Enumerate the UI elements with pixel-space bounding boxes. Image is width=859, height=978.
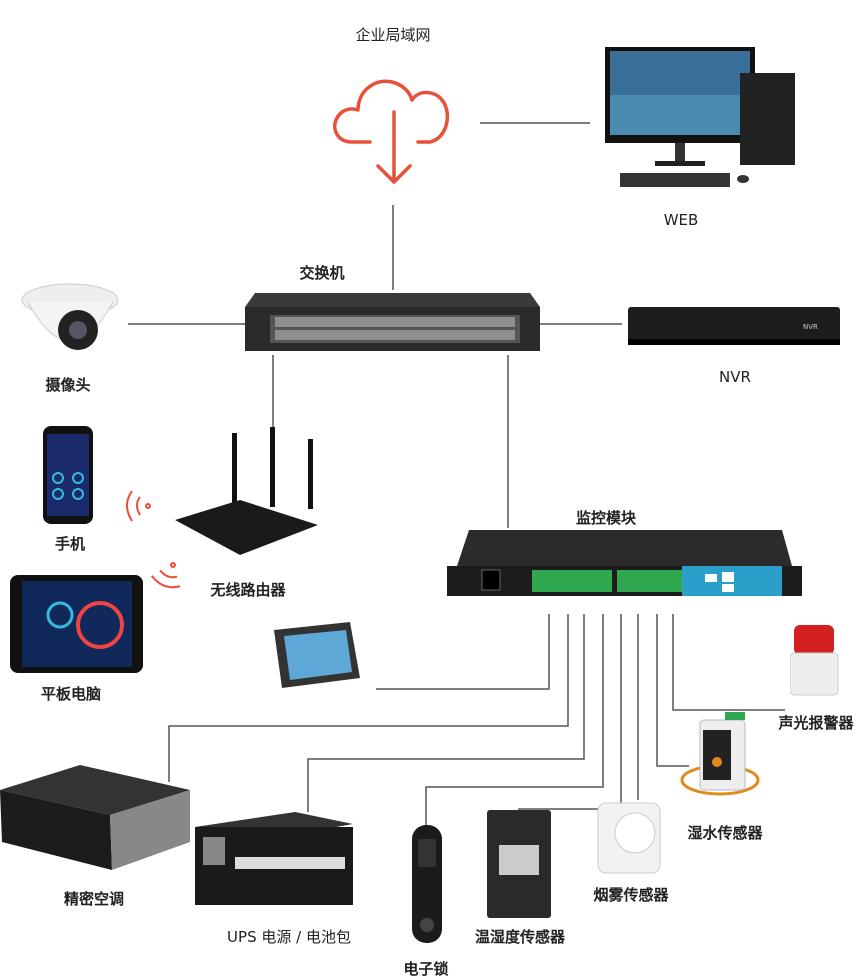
label-web: WEB — [663, 211, 699, 229]
label-phone: 手机 — [54, 535, 86, 553]
line-module-panel — [376, 614, 550, 690]
precision-ac-image — [0, 765, 190, 870]
label-lan: 企业局域网 — [355, 26, 431, 44]
label-smoke-sensor: 烟雾传感器 — [593, 886, 669, 904]
line-module-water — [656, 614, 689, 767]
electronic-lock-image — [412, 825, 442, 943]
label-router: 无线路由器 — [210, 581, 286, 599]
touch-panel-image — [274, 622, 360, 688]
ups-image — [195, 812, 353, 905]
label-precision-ac: 精密空调 — [63, 890, 125, 908]
label-temp-humidity: 温湿度传感器 — [474, 928, 566, 946]
label-camera: 摄像头 — [45, 376, 91, 394]
label-water-sensor: 湿水传感器 — [687, 824, 763, 842]
network-switch-image — [245, 293, 540, 351]
smoke-sensor-image — [597, 802, 661, 874]
label-ups: UPS 电源 / 电池包 — [227, 928, 351, 946]
wifi-signal-icon — [126, 490, 151, 522]
label-electronic-lock: 电子锁 — [403, 960, 449, 978]
tablet-image — [10, 575, 143, 673]
svg-text:NVR: NVR — [803, 323, 818, 331]
label-nvr: NVR — [719, 368, 751, 386]
camera-image — [21, 283, 119, 350]
alarm-image — [790, 625, 839, 696]
wireless-router-image — [175, 427, 318, 555]
label-alarm: 声光报警器 — [778, 714, 854, 732]
line-module-ups — [307, 614, 585, 812]
nvr-image: NVR — [628, 307, 840, 345]
temp-humidity-sensor-image — [487, 810, 551, 918]
water-sensor-image — [680, 712, 760, 796]
desktop-computer-image — [605, 47, 795, 187]
label-switch: 交换机 — [299, 264, 345, 282]
label-tablet: 平板电脑 — [40, 685, 102, 703]
label-monitor-module: 监控模块 — [575, 509, 637, 527]
line-module-lock — [425, 614, 604, 836]
cloud-download-icon — [333, 79, 450, 184]
line-module-ac — [168, 614, 569, 782]
monitor-module-image — [447, 530, 802, 596]
line-module-alarm — [672, 614, 785, 711]
phone-image — [43, 426, 93, 524]
wifi-signal-icon — [151, 562, 181, 589]
